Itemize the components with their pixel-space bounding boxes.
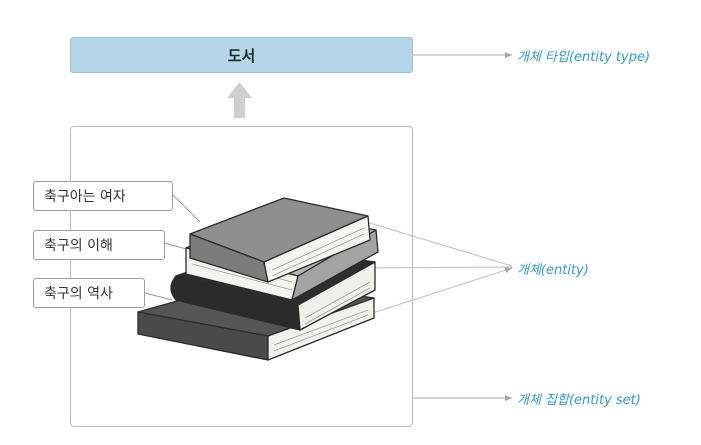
- entity-type-box: 도서: [70, 37, 413, 73]
- book-top: [189, 197, 371, 283]
- up-arrow-icon: [227, 82, 252, 118]
- book-title-label: 축구의 역사: [33, 278, 145, 308]
- entity-label: 개체(entity): [517, 263, 589, 278]
- book-title-label: 축구아는 여자: [33, 181, 173, 211]
- entity-set-label: 개체 집합(entity set): [517, 393, 641, 408]
- entity-type-label: 개체 타입(entity type): [517, 50, 651, 65]
- book-title-label: 축구의 이해: [33, 230, 165, 260]
- book-stack: [137, 197, 379, 361]
